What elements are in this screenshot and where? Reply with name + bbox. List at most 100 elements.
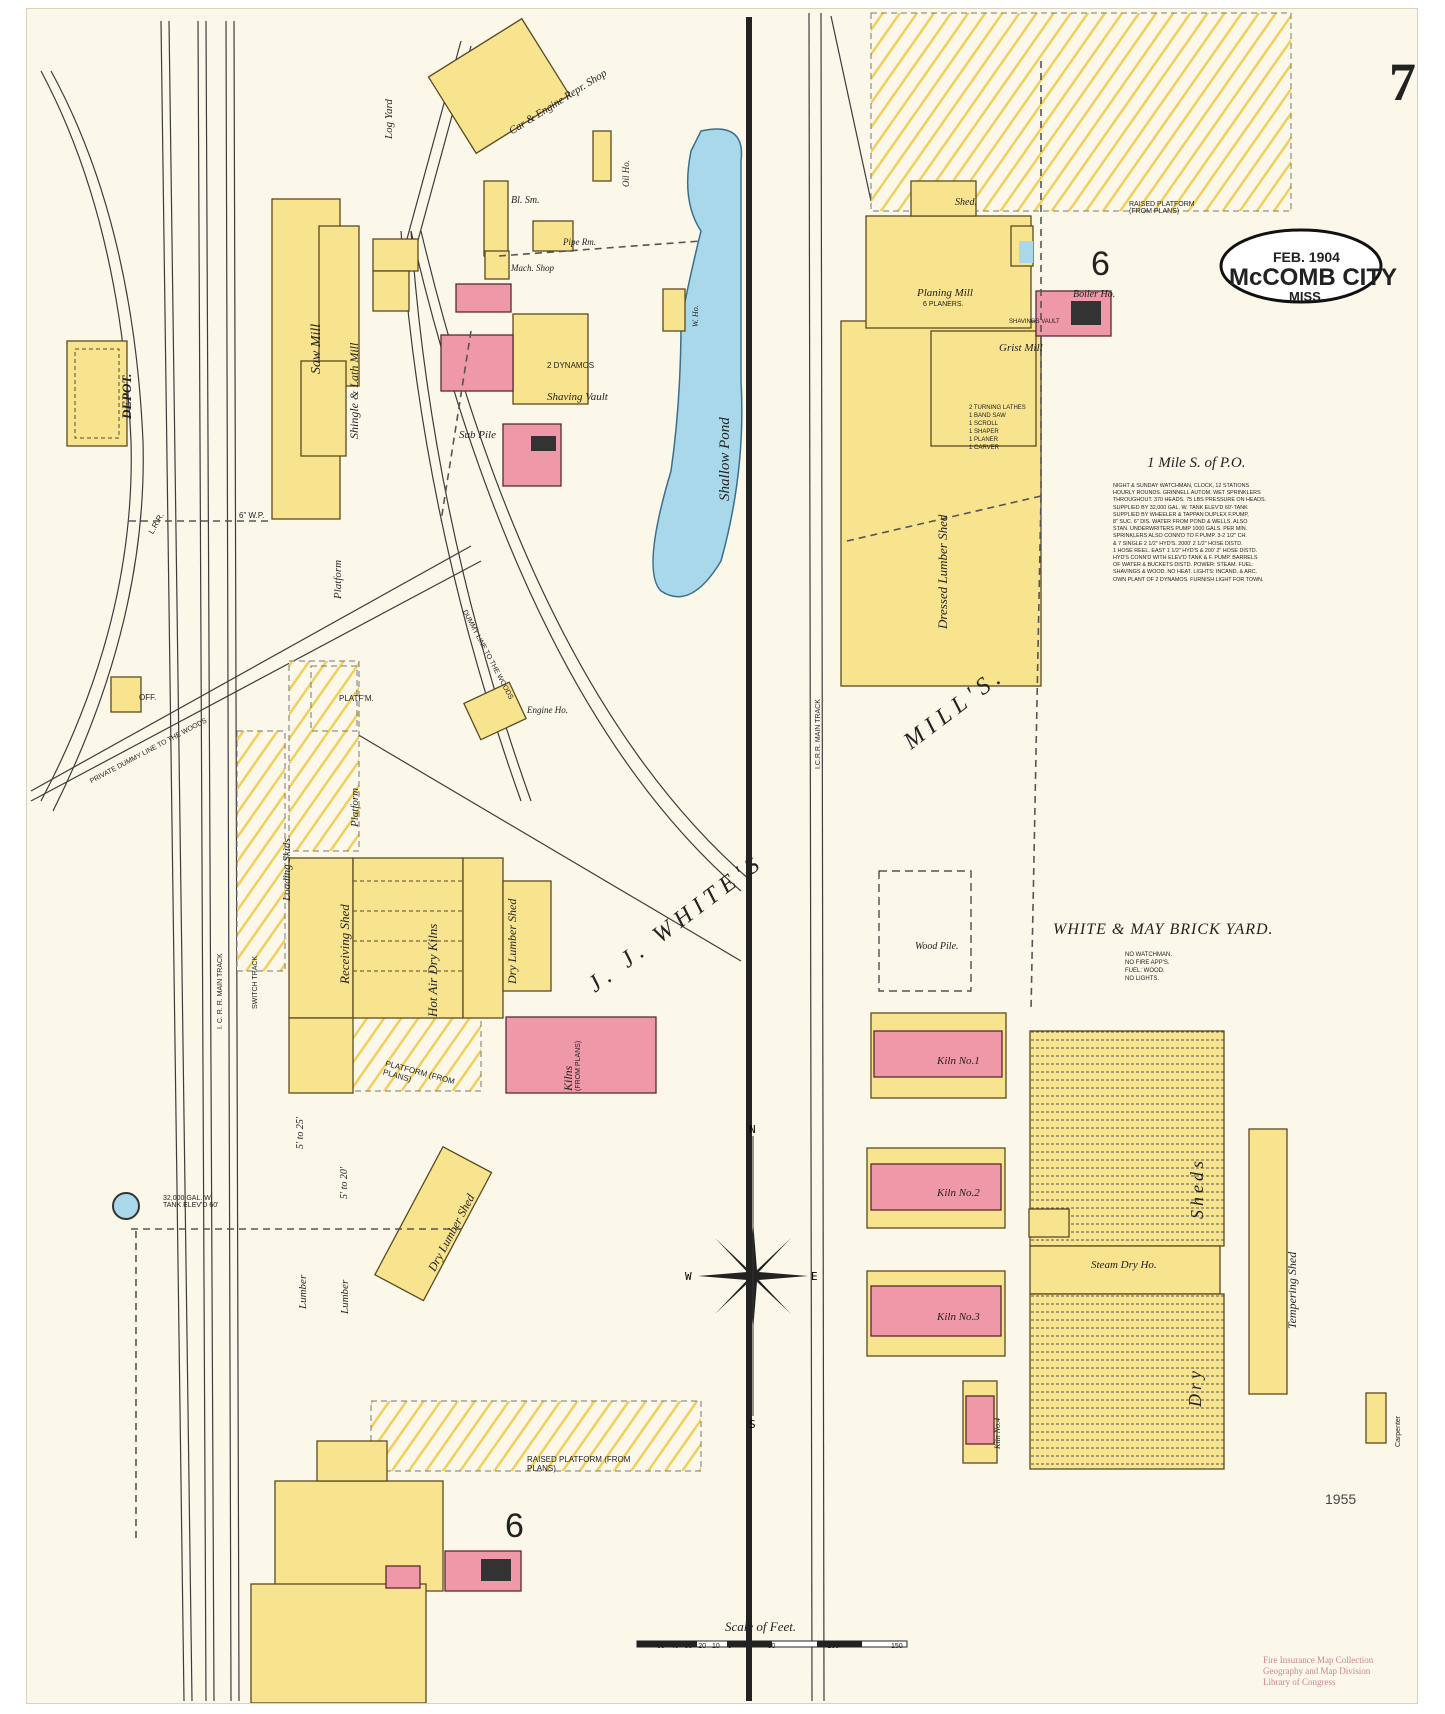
dry-label: Dry — [1185, 1367, 1205, 1407]
water-pipes — [129, 61, 1042, 1541]
carpenter-label: Carpenter — [1395, 1415, 1402, 1447]
brick-note-3: FUEL: WOOD. — [1125, 968, 1165, 974]
kiln-2-label: Kiln No.2 — [937, 1187, 980, 1199]
fire-protection-notes: NIGHT & SUNDAY WATCHMAN, CLOCK, 12 STATI… — [1113, 483, 1266, 584]
dynamos-label: 2 DYNAMOS — [547, 361, 595, 370]
switch-track-label: SWITCH TRACK — [252, 955, 259, 1009]
date-stamp: 1955 — [1325, 1491, 1357, 1507]
distance-label-2: 5' to 20' — [339, 1166, 350, 1199]
pond-label: Shallow Pond — [717, 417, 733, 501]
oil-house-label: Oil Ho. — [621, 160, 631, 187]
hot-air-kilns-label: Hot Air Dry Kilns — [425, 923, 440, 1017]
brick-note-2: NO FIRE APP'S. — [1125, 960, 1170, 966]
shingle-mill-label: Shingle & Lath Mill — [347, 342, 361, 439]
off-label: OFF. — [139, 693, 157, 702]
scale-tick: 20 — [698, 1643, 707, 1650]
brick-note-1: NO WATCHMAN. — [1125, 952, 1172, 958]
compass-s: S — [749, 1418, 756, 1431]
log-yard-label: Log Yard — [383, 99, 395, 139]
machine-1: 2 TURNING LATHES — [969, 405, 1026, 411]
depot — [66, 340, 128, 447]
rail-lines — [30, 12, 992, 1702]
kiln-4-label: Kiln No.4 — [993, 1417, 1002, 1449]
brick-yard — [866, 870, 1387, 1470]
machine-2: 1 BAND SAW — [969, 413, 1006, 419]
shed-label: Shed. — [955, 197, 977, 208]
mach-shop-label: Mach. Shop — [511, 263, 554, 273]
map-sheet: Shallow Pond — [26, 8, 1418, 1704]
pipe-rm-label: Pipe Rm. — [563, 237, 596, 247]
credit-line-2: Geography and Map Division — [1263, 1666, 1371, 1676]
note-line: SUPPLIED BY WHEELER & TAPPAN DUPLEX F.PU… — [1113, 511, 1249, 518]
dry-lumber-shed-label-1: Dry Lumber Shed — [505, 898, 519, 984]
boiler-ho-label: Boiler Ho. — [1073, 289, 1116, 300]
title-cartouche — [1219, 228, 1383, 304]
dry-sheds — [1029, 1293, 1225, 1470]
planers-label: 6 PLANERS. — [923, 301, 964, 308]
section-number-top: 6 — [1091, 245, 1110, 283]
compass-w: W — [685, 1270, 692, 1283]
pipe-label: 6" W.P. — [239, 511, 265, 520]
scale-title: Scale of Feet. — [725, 1619, 796, 1634]
sanborn-map: Shallow Pond — [30, 12, 1387, 1703]
steam-dry-ho-label: Steam Dry Ho. — [1091, 1259, 1157, 1271]
depot-label: DEPOT. — [119, 373, 134, 419]
note-line: HYD'S CONN'D WITH ELEV'D TANK & F. PUMP.… — [1113, 555, 1258, 562]
sub-pile-label: Sub Pile — [459, 429, 496, 441]
dry-lumber-shed-2 — [374, 1145, 493, 1302]
machine-4: 1 SHAPER — [969, 429, 999, 435]
city-name: McCOMB CITY — [1229, 264, 1397, 291]
main-track-line — [746, 17, 752, 1701]
engine-ho-label: Engine Ho. — [527, 705, 568, 715]
receiving-shed — [288, 857, 354, 1019]
raised-platform-left: RAISED PLATFORM (FROM PLANS) — [527, 1455, 631, 1473]
kiln-3-label: Kiln No.3 — [937, 1311, 980, 1323]
note-line: & 7 SINGLE 2 1/2" HYD'S. 2000' 2 1/2" HO… — [1113, 540, 1243, 547]
planing-mill-label: Planing Mill — [917, 287, 973, 299]
tank-label: 32,000 GAL. W. TANK ELEV'D 60' — [163, 1195, 219, 1209]
note-line: THROUGHOUT. 370 HEADS. 75 LBS PRESSURE O… — [1113, 497, 1267, 504]
scale-tick: 30 — [684, 1643, 693, 1650]
kilns-building — [505, 1016, 657, 1094]
loading-skids-label: Loading Skids — [281, 838, 293, 901]
brick-note-4: NO LIGHTS. — [1125, 976, 1160, 982]
state-name: MISS. — [1289, 289, 1325, 304]
platform-label-2: Platform — [349, 787, 361, 827]
wood-pile — [878, 870, 972, 992]
receiving-shed-label: Receiving Shed — [337, 904, 352, 984]
shallow-pond — [652, 128, 743, 598]
dressed-lumber-shed-label: Dressed Lumber Shed — [935, 514, 950, 629]
scale-ticks: 50 40 30 20 10 0 50 100 150 — [657, 1643, 903, 1650]
page-number: 7 — [1389, 52, 1416, 112]
scale-of-feet: Scale of Feet. — [636, 1619, 908, 1648]
scale-tick: 40 — [670, 1643, 679, 1650]
saw-mill-label: Saw Mill — [309, 323, 324, 374]
platform-label-3: PLATF'M. — [339, 694, 374, 703]
note-line: SPRINKLERS ALSO CONN'D TO F.PUMP. 3-2 1/… — [1113, 533, 1247, 540]
machine-5: 1 PLANER — [969, 437, 999, 443]
wood-pile-label: Wood Pile. — [915, 941, 959, 952]
machine-list: 2 TURNING LATHES 1 BAND SAW 1 SCROLL 1 S… — [969, 404, 1026, 452]
scale-tick: 50 — [767, 1643, 776, 1650]
library-credit: Fire Insurance Map Collection Geography … — [1263, 1655, 1373, 1688]
scale-tick: 50 — [657, 1643, 665, 1650]
note-line: 8" SUC. 6" DIS. WATER FROM POND & WELLS.… — [1113, 519, 1248, 526]
steam-dry-house — [1029, 1245, 1221, 1295]
hot-air-kilns — [352, 857, 464, 1019]
section-number-bottom: 6 — [505, 1507, 524, 1545]
scale-tick: 100 — [827, 1643, 840, 1650]
bl-sm-label: Bl. Sm. — [511, 195, 540, 206]
note-line: SHAVINGS & WOOD. NO HEAT. LIGHTS: INCAND… — [1113, 569, 1258, 576]
raised-platform-right: RAISED PLATFORM (FROM PLANS) — [1129, 201, 1195, 215]
credit-line-3: Library of Congress — [1263, 1677, 1336, 1687]
grist-mill-label: Grist Mill — [999, 342, 1043, 354]
scale-tick: 10 — [712, 1643, 720, 1650]
brick-yard-notes: NO WATCHMAN. NO FIRE APP'S. FUEL: WOOD. … — [1125, 951, 1172, 983]
machine-6: 1 CARVER — [969, 445, 999, 451]
scale-tick: 150 — [891, 1643, 903, 1650]
right-mill-buildings — [840, 180, 1112, 687]
icrr-right-label: I.C.R.R. MAIN TRACK — [815, 699, 822, 769]
kiln-1 — [873, 1030, 1003, 1078]
note-line: NIGHT & SUNDAY WATCHMAN, CLOCK, 12 STATI… — [1113, 483, 1250, 489]
machine-3: 1 SCROLL — [969, 421, 999, 427]
